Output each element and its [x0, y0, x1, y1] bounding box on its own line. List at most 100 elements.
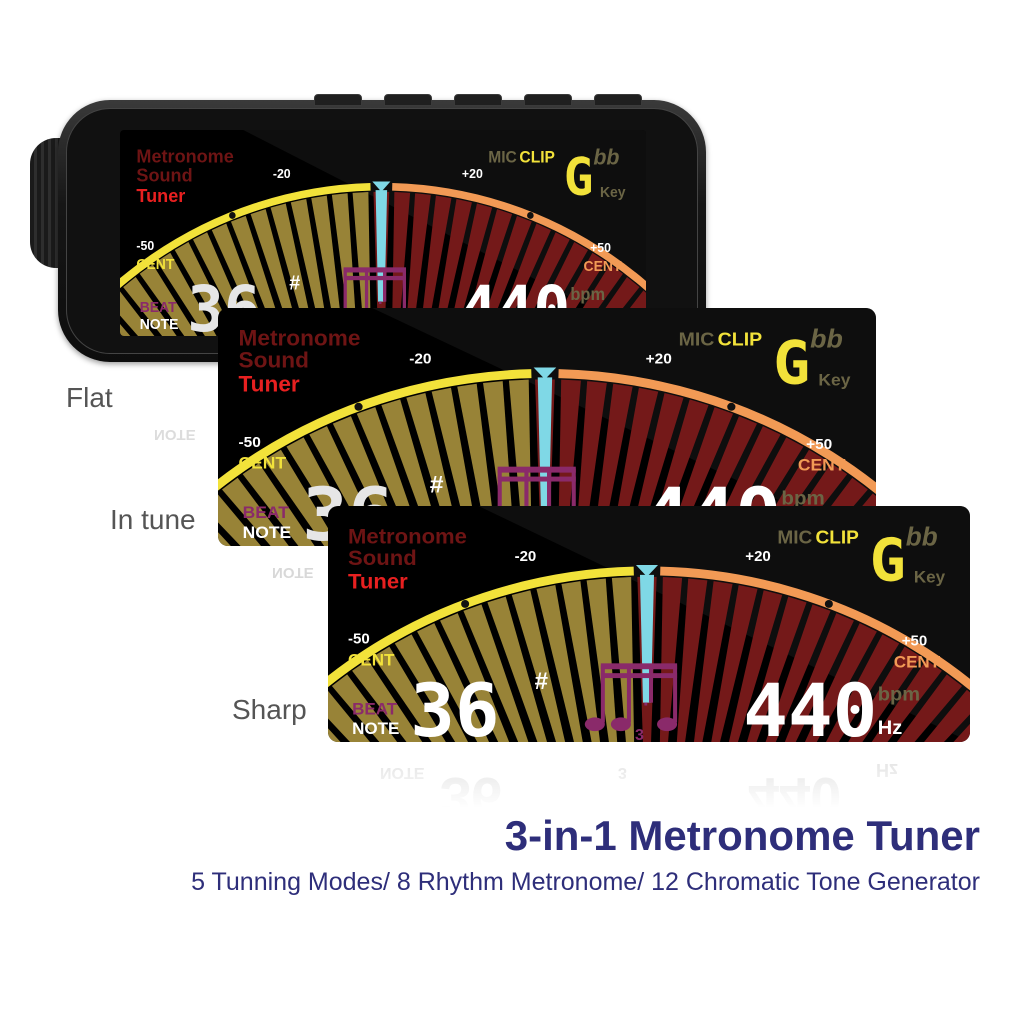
cent-ray: [871, 659, 942, 742]
scale-minus-50: -50: [348, 632, 370, 648]
mic-label: MIC: [777, 527, 812, 548]
top-button-3[interactable]: [454, 94, 502, 106]
cent-ray: [457, 383, 497, 546]
mic-label: MIC: [679, 330, 715, 351]
arc-tick: [727, 402, 736, 411]
mode-tuner-label: Tuner: [348, 569, 408, 594]
scale-minus-20: -20: [409, 351, 431, 368]
cent-meter-rays: [120, 191, 646, 336]
cent-ray: [558, 379, 581, 546]
cent-ray: [417, 623, 490, 742]
beat-label: BEAT: [140, 300, 177, 316]
scale-plus-50: +50: [806, 436, 832, 453]
cent-ray: [825, 634, 900, 742]
key-note-digit: G: [564, 147, 594, 207]
note-label: NOTE: [352, 719, 399, 738]
sharp-arc: [558, 369, 876, 495]
flat-arc: [120, 182, 371, 289]
caption-in-tune: In tune: [110, 504, 196, 535]
product-title: 3-in-1 Metronome Tuner: [504, 812, 980, 859]
product-subtitle: 5 Tunning Modes/ 8 Rhythm Metronome/ 12 …: [191, 868, 980, 896]
scale-plus-20: +20: [462, 167, 483, 181]
needle-marker-icon: [372, 181, 391, 192]
rest-icon: ·: [643, 694, 650, 716]
scale-plus-20: +20: [745, 549, 770, 565]
mode-metronome-label: Metronome: [348, 524, 467, 549]
reflection-in-tune: NOTE: [268, 550, 338, 578]
cent-ray: [848, 646, 921, 742]
mode-tuner-label: Tuner: [239, 372, 301, 397]
cent-ray: [394, 634, 469, 742]
beat-label: BEAT: [352, 700, 398, 719]
cent-ray: [242, 463, 315, 546]
key-note-digit: G: [773, 329, 810, 398]
arc-tick: [354, 402, 363, 411]
top-button-2[interactable]: [384, 94, 432, 106]
cent-ray: [230, 215, 285, 336]
rest-icon: ·: [378, 293, 383, 312]
top-button-4[interactable]: [524, 94, 572, 106]
arc-tick: [824, 600, 833, 608]
sharp-arc: [392, 182, 646, 292]
mic-label: MIC: [488, 149, 517, 166]
cent-label-right: CENT: [584, 259, 622, 275]
cent-ray: [784, 613, 854, 742]
mode-metronome-label: Metronome: [239, 326, 361, 351]
scale-plus-50: +50: [590, 241, 611, 255]
cent-ray: [139, 264, 198, 336]
cent-ray: [311, 195, 343, 336]
cent-ray: [448, 203, 493, 336]
cent-ray: [478, 215, 532, 336]
arc-tick: [229, 212, 236, 219]
cent-ray: [331, 674, 398, 742]
cent-ray: [156, 252, 217, 336]
cent-label-left: CENT: [348, 650, 395, 669]
cent-ray: [391, 191, 411, 336]
beat-digits: 36: [410, 670, 499, 742]
sharp-sign-icon: #: [430, 472, 444, 499]
cent-ray: [463, 604, 529, 742]
cent-ray: [676, 578, 708, 742]
flat-arc: [218, 369, 532, 491]
sharp-sign-icon: #: [535, 668, 548, 695]
hz-label: Hz: [878, 717, 903, 739]
cent-ray: [494, 223, 551, 336]
clip-label: CLIP: [816, 527, 859, 548]
cent-ray: [483, 381, 515, 546]
arc-tick: [461, 600, 470, 608]
cent-ray: [290, 199, 329, 336]
key-label: Key: [914, 568, 946, 587]
cent-ray: [953, 723, 970, 742]
scale-plus-50: +50: [902, 634, 927, 650]
flat-arc: [328, 566, 634, 688]
scale-minus-20: -20: [273, 167, 291, 181]
top-button-1[interactable]: [314, 94, 362, 106]
cent-label-left: CENT: [136, 257, 174, 273]
cent-ray: [804, 623, 877, 742]
cent-meter-rays: [328, 576, 970, 742]
bpm-label: bpm: [781, 488, 824, 510]
mode-sound-label: Sound: [136, 164, 192, 185]
cent-label-left: CENT: [239, 453, 287, 473]
cent-ray: [611, 576, 635, 742]
cent-ray: [218, 494, 262, 546]
cent-ray: [511, 590, 566, 742]
reflection-in-tune-note: NOTE: [272, 564, 314, 578]
reflection-flat-note: NOTE: [154, 426, 196, 440]
note-label: NOTE: [140, 317, 179, 333]
top-button-5[interactable]: [594, 94, 642, 106]
cent-ray: [765, 604, 831, 742]
flat-signs-icon: bb: [810, 324, 843, 353]
cent-ray: [659, 576, 683, 742]
cent-ray: [328, 690, 370, 742]
bpm-label: bpm: [570, 285, 605, 304]
cent-ray: [487, 596, 548, 742]
scale-minus-50: -50: [239, 434, 261, 451]
key-label: Key: [600, 185, 626, 201]
mode-sound-label: Sound: [239, 348, 309, 373]
scale-plus-20: +20: [646, 351, 672, 368]
sharp-arc: [660, 566, 970, 691]
cent-ray: [896, 674, 963, 742]
